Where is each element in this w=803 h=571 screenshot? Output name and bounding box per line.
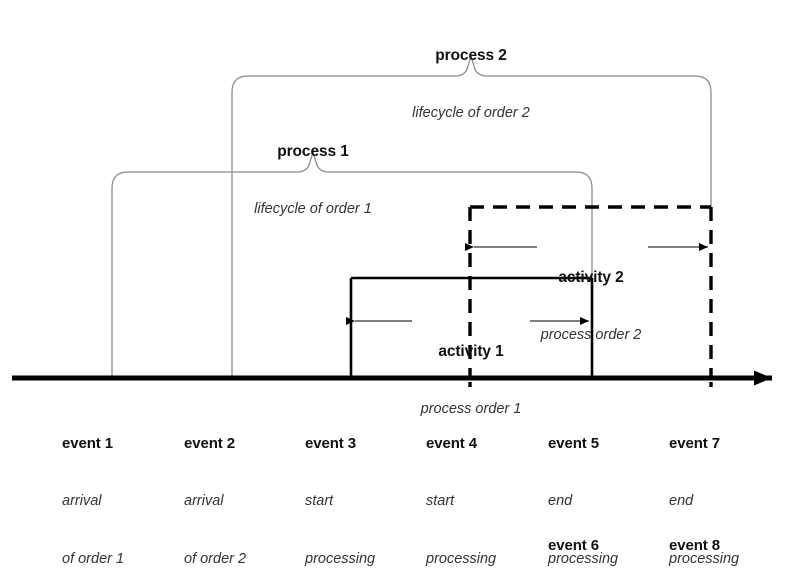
event-7-title: event 7	[669, 434, 720, 452]
process-2-brace	[231, 55, 712, 376]
event-7-desc-line-1: end	[669, 492, 694, 509]
event-1-desc-line-1: arrival	[62, 492, 102, 509]
event-1-desc-line-2: of order 1	[62, 550, 125, 567]
event-4-desc-line-1: start	[426, 492, 455, 509]
process-2-title: process 2	[435, 46, 507, 64]
event-2-label: event 2 arrival of order 2	[184, 395, 246, 571]
activity-2-title: activity 2	[558, 268, 624, 286]
event-4-label: event 4 start processing of order 2	[426, 395, 496, 571]
event-6-title: event 6	[548, 536, 599, 554]
event-1-label: event 1 arrival of order 1	[62, 395, 124, 571]
event-1-title: event 1	[62, 434, 113, 452]
process-1-title: process 1	[277, 142, 349, 160]
event-3-desc-line-1: start	[305, 492, 334, 509]
activity-1-label: activity 1 process order 1	[421, 302, 522, 458]
event-3-title: event 3	[305, 434, 356, 452]
event-2-title: event 2	[184, 434, 235, 452]
activity-2-label: activity 2 process order 2	[541, 228, 642, 384]
process-2-subtitle: lifecycle of order 2	[412, 104, 530, 121]
event-6-label: event 6 order 1 departs	[548, 497, 599, 571]
event-4-title: event 4	[426, 434, 477, 452]
process-1-brace	[111, 151, 593, 376]
event-5-desc-line-2: processing	[548, 550, 619, 567]
process-1-label: process 1 lifecycle of order 1	[254, 102, 372, 258]
process-2-label: process 2 lifecycle of order 2	[412, 6, 530, 162]
activity-2-box	[468, 205, 713, 378]
event-2-desc-line-1: arrival	[184, 492, 224, 509]
activity-1-subtitle: process order 1	[420, 400, 522, 417]
activity-1-title: activity 1	[438, 342, 504, 360]
process-1-subtitle: lifecycle of order 1	[254, 200, 372, 217]
event-3-desc-line-2: processing	[305, 550, 376, 567]
activity-1-box	[349, 276, 594, 378]
event-7-desc-line-2: processing	[669, 550, 740, 567]
event-7-label: event 7 end processing of order 2	[669, 395, 739, 571]
event-5-desc-line-1: end	[548, 492, 573, 509]
event-tick-marks	[468, 382, 713, 390]
event-8-title: event 8	[669, 536, 720, 554]
event-5-title: event 5	[548, 434, 599, 452]
event-3-label: event 3 start processing of order 1	[305, 395, 375, 571]
event-8-label: event 8 order 2 departs	[669, 497, 720, 571]
event-2-desc-line-2: of order 2	[184, 550, 247, 567]
activity-2-subtitle: process order 2	[540, 326, 642, 343]
event-5-label: event 5 end processing of order 1	[548, 395, 618, 571]
event-4-desc-line-2: processing	[426, 550, 497, 567]
